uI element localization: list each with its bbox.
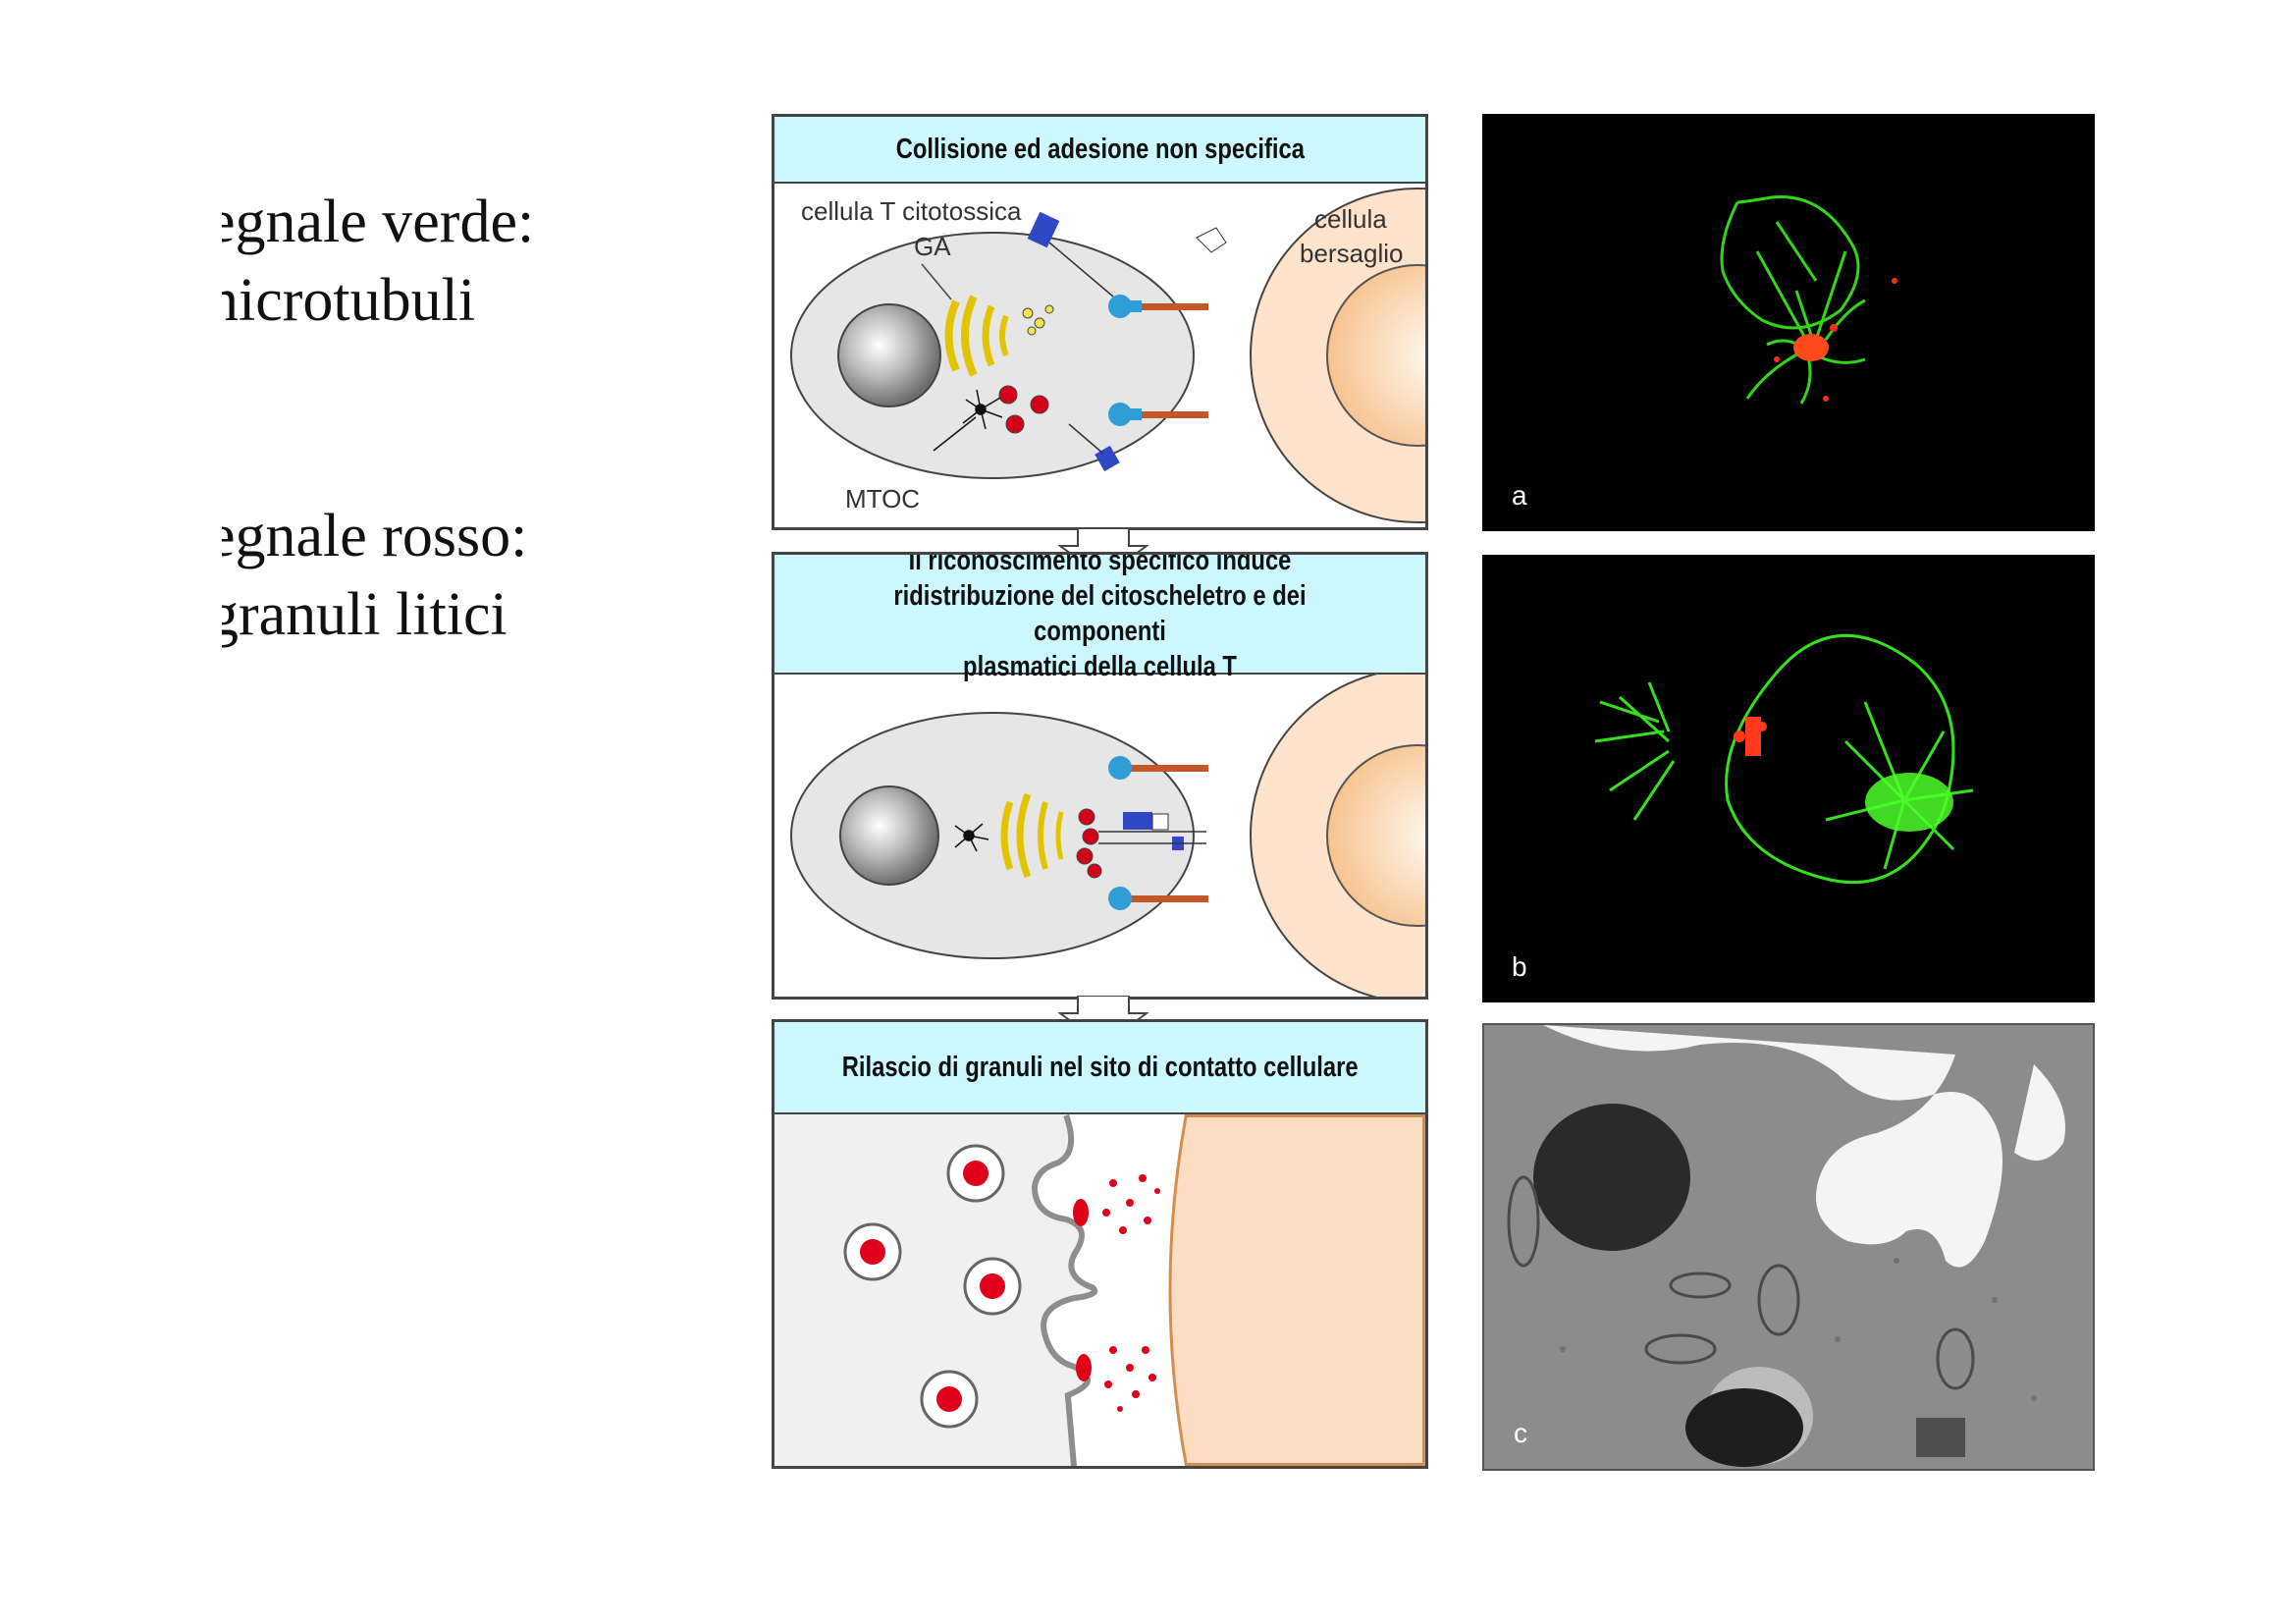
panel-3-header: Rilascio di granuli nel sito di contatto… (774, 1022, 1425, 1114)
legend-red-title: egnale rosso: (222, 497, 673, 575)
panel-1-title: Collisione ed adesione non specifica (895, 132, 1304, 167)
panel-1-diagram: cellula T citotossica GA MTOC cellula be… (774, 184, 1425, 527)
micrograph-a: a (1482, 114, 2095, 531)
label-mtoc: MTOC (845, 484, 920, 514)
micrograph-b: b (1482, 555, 2095, 1002)
diagram-panel-granule-release: Rilascio di granuli nel sito di contatto… (772, 1019, 1428, 1469)
legend-green-title: egnale verde: (222, 183, 673, 261)
label-target-2: bersaglio (1300, 239, 1404, 268)
label-ga: GA (914, 232, 951, 261)
legend-red-value: granuli litici (222, 575, 673, 654)
label-t-cell: cellula T citotossica (801, 196, 1022, 226)
legend-red-signal: egnale rosso: granuli litici (222, 497, 673, 654)
panel-1-header: Collisione ed adesione non specifica (774, 117, 1425, 184)
panel-3-diagram (774, 1114, 1425, 1466)
micrograph-c: c (1482, 1023, 2095, 1471)
t-cell-nucleus (838, 304, 940, 406)
legend-green-value: nicrotubuli (222, 261, 673, 340)
panel-2-title-line2: ridistribuzione del citoscheletro e dei … (833, 578, 1367, 649)
panel-2-header: Il riconoscimento specifico induce ridis… (774, 555, 1425, 675)
micrograph-a-label: a (1512, 480, 1527, 512)
legend-green-signal: egnale verde: nicrotubuli (222, 183, 673, 340)
t-cell-nucleus (840, 786, 938, 885)
micrograph-b-label: b (1512, 951, 1527, 983)
panel-2-diagram (774, 675, 1425, 997)
micrograph-c-label: c (1514, 1418, 1527, 1449)
panel-3-title: Rilascio di granuli nel sito di contatto… (842, 1050, 1359, 1085)
diagram-panel-collision: Collisione ed adesione non specifica (772, 114, 1428, 530)
label-target-1: cellula (1314, 204, 1387, 234)
target-cell-edge (1169, 1114, 1426, 1466)
diagram-panel-recognition: Il riconoscimento specifico induce ridis… (772, 552, 1428, 1000)
panel-2-title-line1: Il riconoscimento specifico induce (833, 552, 1367, 578)
